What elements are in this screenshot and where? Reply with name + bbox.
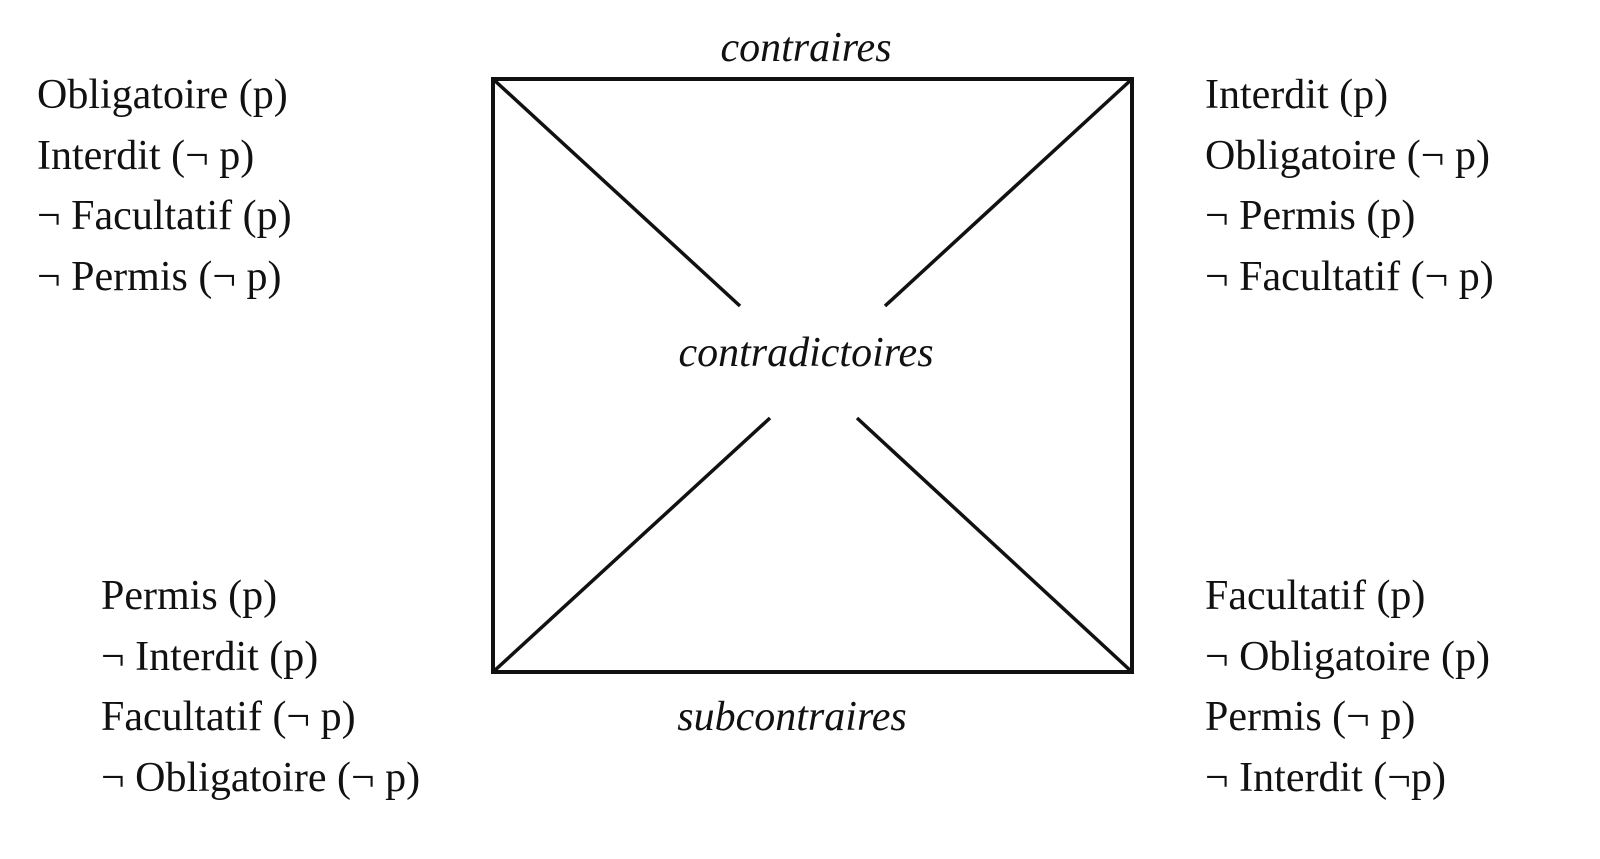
proposition: Facultatif (¬ p): [101, 694, 356, 740]
proposition: Permis (p): [101, 573, 278, 619]
proposition: ¬ Facultatif (p): [37, 193, 292, 239]
corner-bottom-right: Facultatif (p) ¬ Obligatoire (p) Permis …: [1205, 566, 1490, 808]
corner-bottom-left: Permis (p) ¬ Interdit (p) Facultatif (¬ …: [101, 566, 420, 808]
corner-top-right: Interdit (p) Obligatoire (¬ p) ¬ Permis …: [1205, 65, 1494, 307]
label-contraires: contraires: [720, 25, 892, 71]
corner-top-left: Obligatoire (p) Interdit (¬ p) ¬ Faculta…: [37, 65, 292, 307]
square-frame: [491, 77, 1134, 674]
proposition: ¬ Interdit (¬p): [1205, 754, 1446, 801]
label-contradictoires: contradictoires: [678, 330, 934, 376]
proposition: ¬ Permis (¬ p): [37, 253, 282, 300]
diagonal-top-left: [491, 77, 742, 308]
proposition: ¬ Permis (p): [1205, 193, 1416, 239]
proposition: ¬ Interdit (p): [101, 633, 319, 680]
proposition: Facultatif (p): [1205, 573, 1426, 619]
proposition: ¬ Facultatif (¬ p): [1205, 253, 1494, 300]
proposition: Permis (¬ p): [1205, 694, 1416, 740]
label-subcontraires: subcontraires: [677, 694, 907, 740]
proposition: ¬ Obligatoire (¬ p): [101, 754, 421, 801]
proposition: Obligatoire (p): [37, 72, 288, 118]
diagonal-bottom-right: [855, 416, 1134, 674]
proposition: Interdit (p): [1205, 72, 1389, 118]
diagonal-top-right: [883, 77, 1134, 308]
proposition: Interdit (¬ p): [37, 132, 255, 179]
diagonal-bottom-left: [491, 416, 772, 674]
proposition: ¬ Obligatoire (p): [1205, 633, 1490, 680]
proposition: Obligatoire (¬ p): [1205, 132, 1490, 179]
